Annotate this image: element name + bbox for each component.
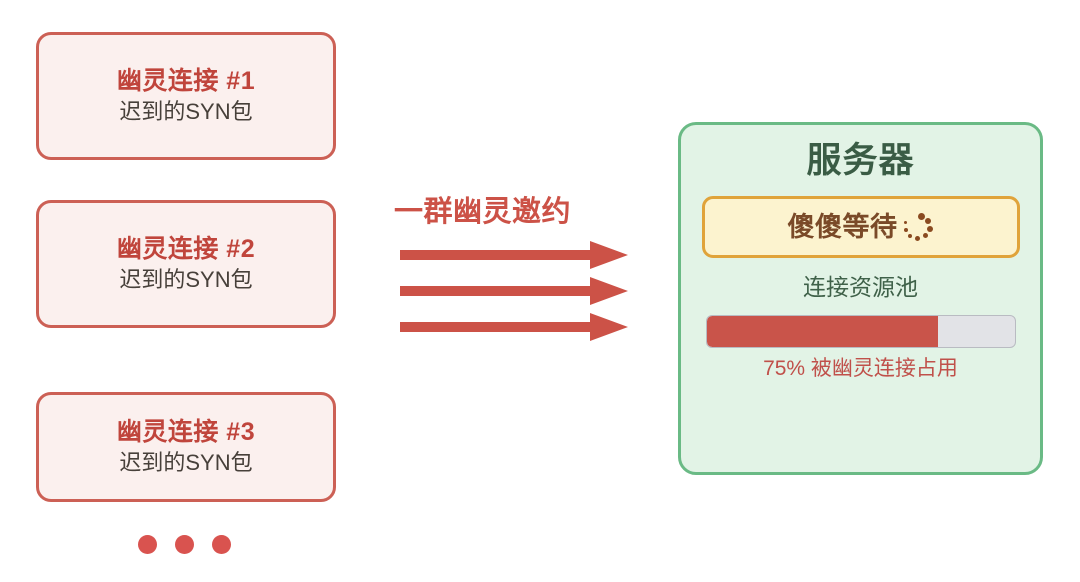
connection-pool-progress-fill (706, 315, 938, 347)
connection-pool-caption: 75% 被幽灵连接占用 (763, 356, 958, 380)
ghost-card-subtitle: 迟到的SYN包 (119, 449, 253, 475)
ghost-connection-card-3: 幽灵连接 #3 迟到的SYN包 (36, 392, 336, 502)
ellipsis-dot (138, 535, 157, 554)
ellipsis-dot (175, 535, 194, 554)
ghost-card-title: 幽灵连接 #2 (116, 235, 256, 264)
ghost-connection-card-1: 幽灵连接 #1 迟到的SYN包 (36, 32, 336, 160)
arrow-right-icon (400, 241, 628, 269)
waiting-status-box: 傻傻等待 (701, 196, 1020, 259)
arrow-right-icon (400, 313, 628, 341)
ghost-card-subtitle: 迟到的SYN包 (119, 266, 253, 292)
waiting-label: 傻傻等待 (787, 211, 898, 242)
connection-pool-progress-bar (705, 314, 1016, 348)
ellipsis-dot (212, 535, 231, 554)
ghost-connection-card-2: 幽灵连接 #2 迟到的SYN包 (36, 200, 336, 328)
ghost-card-title: 幽灵连接 #3 (116, 418, 256, 447)
ellipsis-dots-icon (138, 535, 231, 554)
connection-pool-label: 连接资源池 (803, 274, 918, 301)
server-title: 服务器 (806, 141, 915, 180)
ghost-card-title: 幽灵连接 #1 (116, 67, 256, 96)
arrow-right-icon (400, 277, 628, 305)
flow-label: 一群幽灵邀约 (394, 196, 572, 228)
ghost-card-subtitle: 迟到的SYN包 (119, 98, 253, 124)
server-panel: 服务器 傻傻等待 连接资源池 75% 被幽灵连接占用 (678, 122, 1043, 475)
loading-spinner-icon (900, 210, 934, 244)
